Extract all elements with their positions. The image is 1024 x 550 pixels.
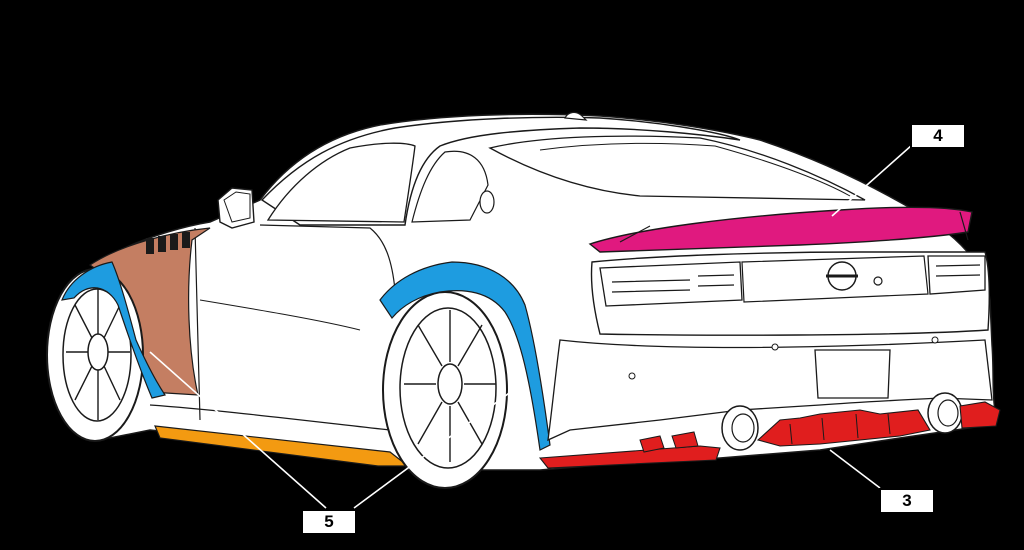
- wing-endplates: [619, 211, 969, 243]
- body-crease: [199, 299, 361, 331]
- exhaust-tips: [721, 392, 963, 451]
- right-taillight-lines: [935, 264, 981, 277]
- fender-vents: [146, 232, 190, 254]
- license-plate: [814, 349, 891, 399]
- leader-lines: [149, 144, 913, 509]
- front-fender-flare: [61, 261, 166, 399]
- fuel-cap: [479, 190, 495, 214]
- callout-label-wing: 4: [910, 123, 966, 149]
- rear-wing: [588, 206, 973, 253]
- rear-diffuser: [538, 401, 1001, 469]
- side-mirror-inner: [223, 191, 251, 223]
- rear-fender-flare: [379, 261, 551, 451]
- rear-window-inner-line: [539, 142, 851, 197]
- emblem: [826, 261, 883, 291]
- rear-window: [488, 135, 866, 201]
- side-skirt: [154, 425, 410, 467]
- side-window: [266, 142, 416, 223]
- rear-quarter-window: [411, 150, 489, 223]
- rear-wheel: [382, 291, 508, 489]
- callout-label-diffuser: 3: [879, 488, 935, 514]
- left-taillight-lines: [611, 274, 735, 293]
- callout-label-flares: 5: [301, 509, 357, 535]
- rocker-line: [149, 404, 391, 431]
- door-lines: [194, 224, 396, 421]
- left-taillight: [599, 261, 743, 307]
- antenna: [564, 111, 588, 121]
- front-wheel: [46, 268, 144, 442]
